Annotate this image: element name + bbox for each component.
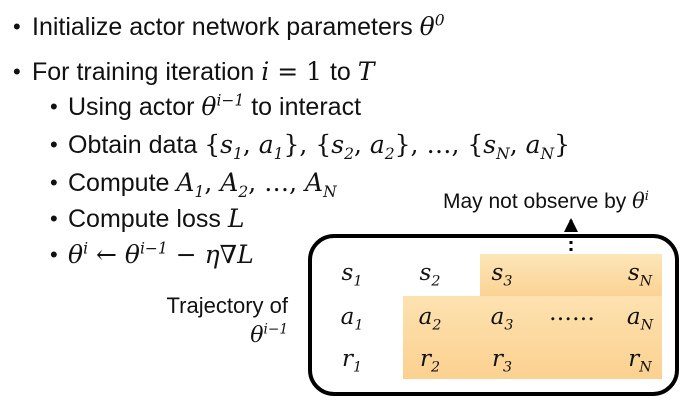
- sub-bullet-text: Compute: [68, 169, 170, 197]
- observation-note: May not observe by θi: [443, 188, 649, 215]
- sub-bullet-text: Obtain data: [68, 131, 198, 159]
- sub-bullet-dot: •: [50, 132, 58, 157]
- note-text: May not observe by: [443, 190, 627, 213]
- unobserved-region-bottom: [403, 296, 662, 379]
- table-cell-a3: a3: [490, 304, 514, 334]
- table-cell-r1: r1: [341, 346, 363, 376]
- trajectory-table: s1 s2 s3 sN a1 a2 a3 …… aN r1 r2 r3 rN: [308, 234, 679, 396]
- bullet-initialize: Initialize actor network parameters θ0: [32, 12, 445, 42]
- table-cell-r2: r2: [419, 346, 441, 376]
- advantage-list: A1, A2, …, AN: [176, 168, 337, 201]
- sub-bullet-text: Using actor: [68, 93, 195, 121]
- table-cell-aN: aN: [626, 304, 654, 334]
- loop-limit: T: [357, 57, 375, 86]
- sub-bullet-text: Compute loss: [68, 205, 221, 233]
- sub-bullet-interact: Using actor θi−1 to interact: [68, 92, 361, 122]
- table-cell-s3: s3: [491, 260, 513, 290]
- sub-bullet-compute-loss: Compute loss L: [68, 204, 244, 234]
- data-pairs: {s1, a1}, {s2, a2}, …, {sN, aN}: [204, 130, 570, 163]
- sub-bullet-dot: •: [50, 94, 58, 119]
- sub-bullet-dot: •: [50, 242, 58, 267]
- table-cell-a1: a1: [340, 304, 364, 334]
- table-cell-sN: sN: [627, 260, 653, 290]
- theta-symbol: θi: [632, 189, 649, 213]
- table-cell-s1: s1: [341, 260, 363, 290]
- to-word: to: [329, 58, 351, 86]
- sub-bullet-compute-advantage: Compute A1, A2, …, AN: [68, 168, 337, 201]
- sub-bullet-dot: •: [50, 206, 58, 231]
- sub-bullet-update-rule: θi ← θi−1 − η∇L: [68, 240, 254, 270]
- bullet-dot: •: [13, 14, 21, 39]
- loop-variable: i = 1: [261, 57, 330, 86]
- table-cell-rN: rN: [628, 346, 652, 376]
- dotted-arrow-icon: [564, 218, 578, 270]
- table-cell-s2: s2: [419, 260, 441, 290]
- bullet-text: For training iteration: [32, 58, 255, 86]
- theta-symbol: θi−1: [250, 321, 288, 348]
- theta-symbol: θ0: [419, 11, 445, 41]
- table-ellipsis: ……: [549, 300, 595, 326]
- theta-symbol: θi−1: [201, 91, 245, 121]
- unobserved-region-top: [480, 254, 662, 300]
- sub-bullet-text: to interact: [251, 93, 362, 121]
- loss-symbol: L: [227, 204, 245, 233]
- sub-bullet-obtain-data: Obtain data {s1, a1}, {s2, a2}, …, {sN, …: [68, 130, 570, 163]
- table-cell-r3: r3: [491, 346, 513, 376]
- table-cell-a2: a2: [418, 304, 442, 334]
- bullet-text: Initialize actor network parameters: [32, 13, 413, 41]
- trajectory-text: Trajectory of: [166, 293, 288, 318]
- sub-bullet-dot: •: [50, 170, 58, 195]
- bullet-training-loop: For training iteration i = 1 to T: [32, 57, 374, 87]
- bullet-dot: •: [13, 59, 21, 84]
- trajectory-label: Trajectory of θi−1: [158, 292, 288, 350]
- update-equation: θi ← θi−1 − η∇L: [68, 239, 254, 269]
